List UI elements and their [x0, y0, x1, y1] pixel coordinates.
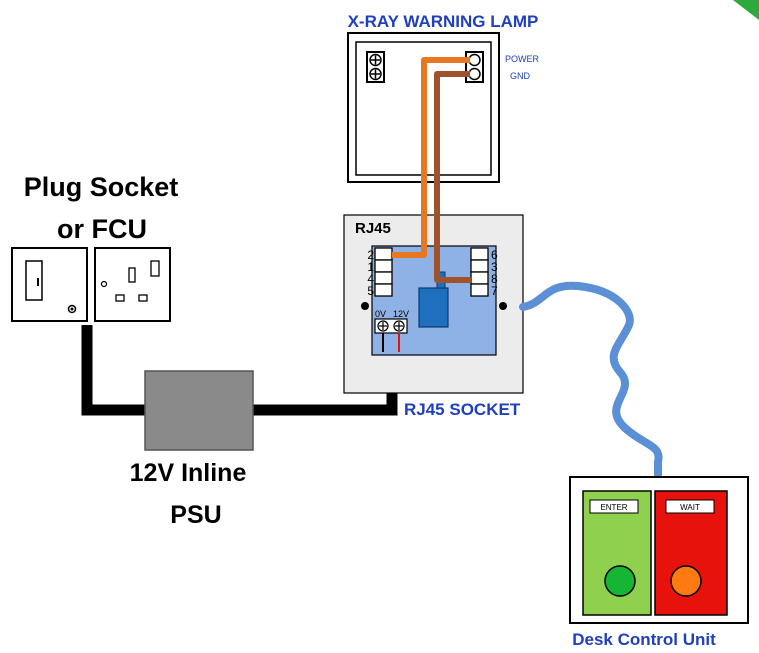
- gnd-wire: [434, 71, 471, 283]
- rj45-pin-block-right: [470, 247, 489, 297]
- fcu-switch: [11, 247, 88, 322]
- screw-hole-left: [361, 302, 369, 310]
- psu-title-line1: 12V Inline: [130, 459, 247, 487]
- pin-label-right: 7: [491, 284, 498, 298]
- desk-control-unit: [569, 476, 749, 624]
- corner-green-tab: [733, 0, 759, 20]
- relay-module: [418, 287, 449, 328]
- screw-hole-right: [499, 302, 507, 310]
- rj45-title: RJ45: [355, 220, 391, 237]
- wait-button-led: [670, 565, 702, 597]
- power-terminal-block: [374, 318, 408, 334]
- rj45-pin-block-left: [374, 247, 393, 297]
- lamp-terminal-left: [366, 51, 385, 83]
- pin-label-left: 1: [367, 260, 374, 274]
- lamp-title: X-RAY WARNING LAMP: [348, 12, 539, 31]
- pin-label-right: 8: [491, 272, 498, 286]
- enter-label: ENTER: [600, 503, 627, 512]
- wait-label: WAIT: [680, 503, 700, 512]
- power-wire: [392, 57, 470, 258]
- terminal-12v-label: 12V: [393, 309, 409, 319]
- plug-title-line2: or FCU: [57, 214, 147, 244]
- pin-label-left: 5: [367, 284, 374, 298]
- power-label: POWER: [505, 54, 540, 64]
- cat5-cable: [519, 281, 663, 481]
- rj45-caption: RJ45 SOCKET: [404, 400, 521, 419]
- plug-socket: [94, 247, 171, 322]
- terminal-0v-label: 0V: [375, 309, 386, 319]
- lamp-terminal-right: [465, 51, 484, 83]
- desk-caption: Desk Control Unit: [572, 630, 716, 649]
- pin-label-left: 2: [367, 248, 374, 262]
- psu-box: [144, 370, 254, 451]
- psu-title-line2: PSU: [170, 501, 221, 529]
- enter-button-led: [604, 565, 636, 597]
- plug-title-line1: Plug Socket: [24, 172, 179, 202]
- wait-label-box: [665, 499, 715, 514]
- gnd-label: GND: [510, 71, 531, 81]
- enter-label-box: [589, 499, 639, 514]
- pin-label-right: 3: [491, 260, 498, 274]
- pin-label-left: 4: [367, 272, 374, 286]
- pin-label-right: 6: [491, 248, 498, 262]
